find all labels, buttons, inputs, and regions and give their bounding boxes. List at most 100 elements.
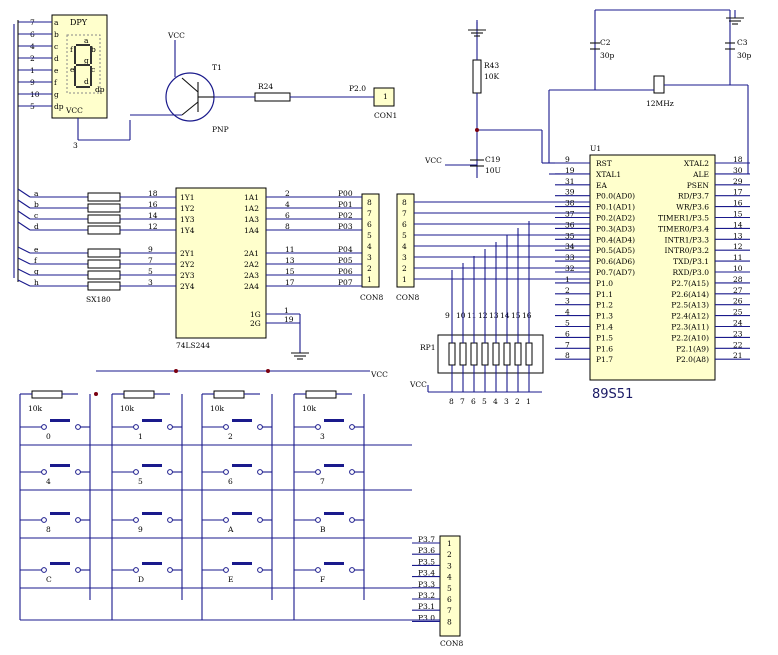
mcu-pin-P0.5(AD5): P0.5(AD5)	[596, 246, 635, 255]
buf-pinnum-3: 3	[148, 278, 153, 287]
mcu-pin-P2.3(A11): P2.3(A11)	[671, 323, 709, 332]
mcu-pin-TIMER0/P3.4: TIMER0/P3.4	[658, 224, 709, 233]
buf-pin-2Y3: 2Y3	[180, 271, 195, 280]
key-cap	[50, 419, 70, 422]
key-cap	[142, 419, 162, 422]
mcu-pinnum-12: 12	[733, 242, 743, 251]
dpy-inner-g: g	[84, 56, 89, 65]
buf-pinnum-15: 15	[285, 267, 295, 276]
mcu-pinnum-11: 11	[733, 253, 743, 262]
pullup-label: 10k	[302, 404, 317, 413]
mcu-pin-EA: EA	[596, 181, 607, 190]
mcu-pinnum-1: 1	[565, 275, 570, 284]
key-contact	[167, 469, 173, 475]
key-label-D: D	[138, 575, 144, 584]
keypad-con-pin-3: 3	[447, 561, 452, 570]
mcu-pin-P1.1: P1.1	[596, 290, 613, 299]
rp1-bot-6: 6	[471, 397, 476, 406]
sx180-resistor	[87, 214, 121, 224]
con8a-pin-1: 1	[367, 275, 372, 284]
rp1-element	[470, 342, 478, 366]
mcu-pin-XTAL1: XTAL1	[596, 170, 621, 179]
mcu-pin-P1.0: P1.0	[596, 279, 613, 288]
buf-pinnum-4: 4	[285, 200, 290, 209]
key-F: F	[315, 562, 355, 584]
r24-resistor	[254, 92, 291, 102]
con8a-pin-3: 3	[367, 253, 372, 262]
key-label-7: 7	[320, 477, 325, 486]
key-A: A	[223, 512, 263, 534]
mcu-pinnum-4: 4	[565, 308, 570, 317]
mcu-pinnum-7: 7	[565, 340, 570, 349]
key-6: 6	[223, 464, 263, 486]
con8b-pin-4: 4	[402, 242, 407, 251]
con8b-pin-7: 7	[402, 209, 407, 218]
rp1-vcc: VCC	[409, 380, 427, 389]
key-contact	[257, 469, 263, 475]
rp1-top-11: 11	[467, 311, 477, 320]
pullup-resistor	[31, 390, 63, 399]
key-contact	[223, 469, 229, 475]
buf-net-h: h	[34, 278, 39, 287]
vcc-label-transistor: VCC	[167, 31, 185, 40]
buf-pin-2Y4: 2Y4	[180, 282, 195, 291]
rp1-bot-1: 1	[526, 397, 531, 406]
buf-pinnum-11: 11	[285, 245, 295, 254]
con8b-pin-6: 6	[402, 220, 407, 229]
mcu-pin-P1.3: P1.3	[596, 312, 613, 321]
keypad-con-pin-4: 4	[447, 573, 452, 582]
buf-net-P06: P06	[338, 267, 353, 276]
mcu-pin-P2.0(A8): P2.0(A8)	[676, 355, 709, 364]
key-cap	[324, 464, 344, 467]
buf-pinnum-7: 7	[148, 256, 153, 265]
key-contact	[257, 567, 263, 573]
keypad-con-pin-6: 6	[447, 595, 452, 604]
key-cap	[142, 562, 162, 565]
con8b-pin-5: 5	[402, 231, 407, 240]
r43-ref: R43	[484, 61, 499, 70]
key-contact	[133, 567, 139, 573]
buf-pin-1A2: 1A2	[244, 204, 259, 213]
con8b-pin-8: 8	[402, 198, 407, 207]
key-contact	[41, 424, 47, 430]
key-contact	[41, 517, 47, 523]
sx180-resistor	[87, 248, 121, 258]
mcu-pinnum-30: 30	[733, 166, 743, 175]
key-label-A: A	[227, 525, 234, 534]
mcu-pin-TXD/P3.1: TXD/P3.1	[673, 257, 709, 266]
mcu-pin-PSEN: PSEN	[687, 181, 710, 190]
con8a-pin-5: 5	[367, 231, 372, 240]
rp1-top-16: 16	[522, 311, 532, 320]
mcu-pin-XTAL2: XTAL2	[684, 159, 709, 168]
keypad-con8-label: CON8	[440, 639, 463, 648]
buf-pinnum-14: 14	[148, 211, 158, 220]
c19-value: 10U	[485, 166, 501, 175]
keypad-net-P3.6: P3.6	[418, 546, 435, 555]
rp1-bot-4: 4	[493, 397, 498, 406]
keypad-con-pin-2: 2	[447, 550, 452, 559]
key-label-B: B	[320, 525, 326, 534]
key-contact	[257, 424, 263, 430]
mcu-pinnum-19: 19	[565, 166, 575, 175]
mcu-pinnum-34: 34	[565, 242, 575, 251]
mcu-pinnum-27: 27	[733, 286, 743, 295]
key-contact	[315, 424, 321, 430]
key-3: 3	[315, 419, 355, 441]
rp1-top-13: 13	[489, 311, 499, 320]
rp1-element	[448, 342, 456, 366]
con1-pin: 1	[383, 92, 388, 101]
sx180-resistor	[87, 225, 121, 235]
key-cap	[50, 464, 70, 467]
dpy-vcc: VCC	[65, 106, 83, 115]
buf-pin-2A3: 2A3	[244, 271, 259, 280]
buf-pinnum-12: 12	[148, 222, 158, 231]
t1-ref: T1	[212, 63, 222, 72]
mcu-pinnum-3: 3	[565, 297, 570, 306]
key-cap	[142, 464, 162, 467]
buf-pin-1A1: 1A1	[244, 193, 259, 202]
mcu-pin-P2.5(A13): P2.5(A13)	[671, 301, 709, 310]
mcu-pinnum-6: 6	[565, 329, 570, 338]
con8-a-label: CON8	[360, 293, 383, 302]
rp1-element	[514, 342, 522, 366]
